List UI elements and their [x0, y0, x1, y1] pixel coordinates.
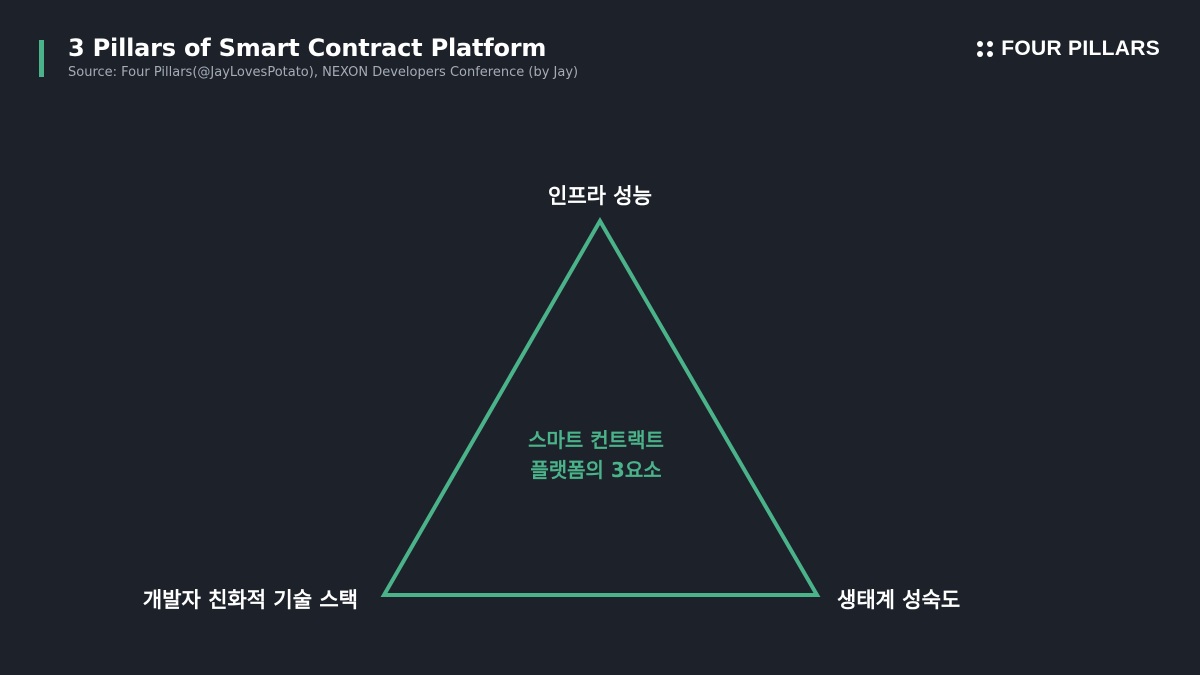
brand-logo-text: FOUR PILLARS [1001, 37, 1160, 60]
pillar-label-developer-stack: 개발자 친화적 기술 스택 [142, 588, 358, 612]
center-caption-line-1: 스마트 컨트랙트 [528, 428, 664, 452]
pillars-triangle [380, 217, 821, 597]
center-caption-line-2: 플랫폼의 3요소 [530, 458, 662, 482]
four-dots-icon [977, 41, 994, 57]
source-caption: Source: Four Pillars(@JayLovesPotato), N… [68, 65, 579, 80]
title-accent-bar [39, 40, 44, 77]
pillar-label-infrastructure: 인프라 성능 [548, 184, 652, 208]
page-title: 3 Pillars of Smart Contract Platform [68, 34, 547, 62]
brand-logo: FOUR PILLARS [977, 37, 1160, 61]
diagram-center-caption: 스마트 컨트랙트 플랫폼의 3요소 [528, 425, 664, 485]
pillar-label-ecosystem: 생태계 성숙도 [837, 588, 961, 612]
